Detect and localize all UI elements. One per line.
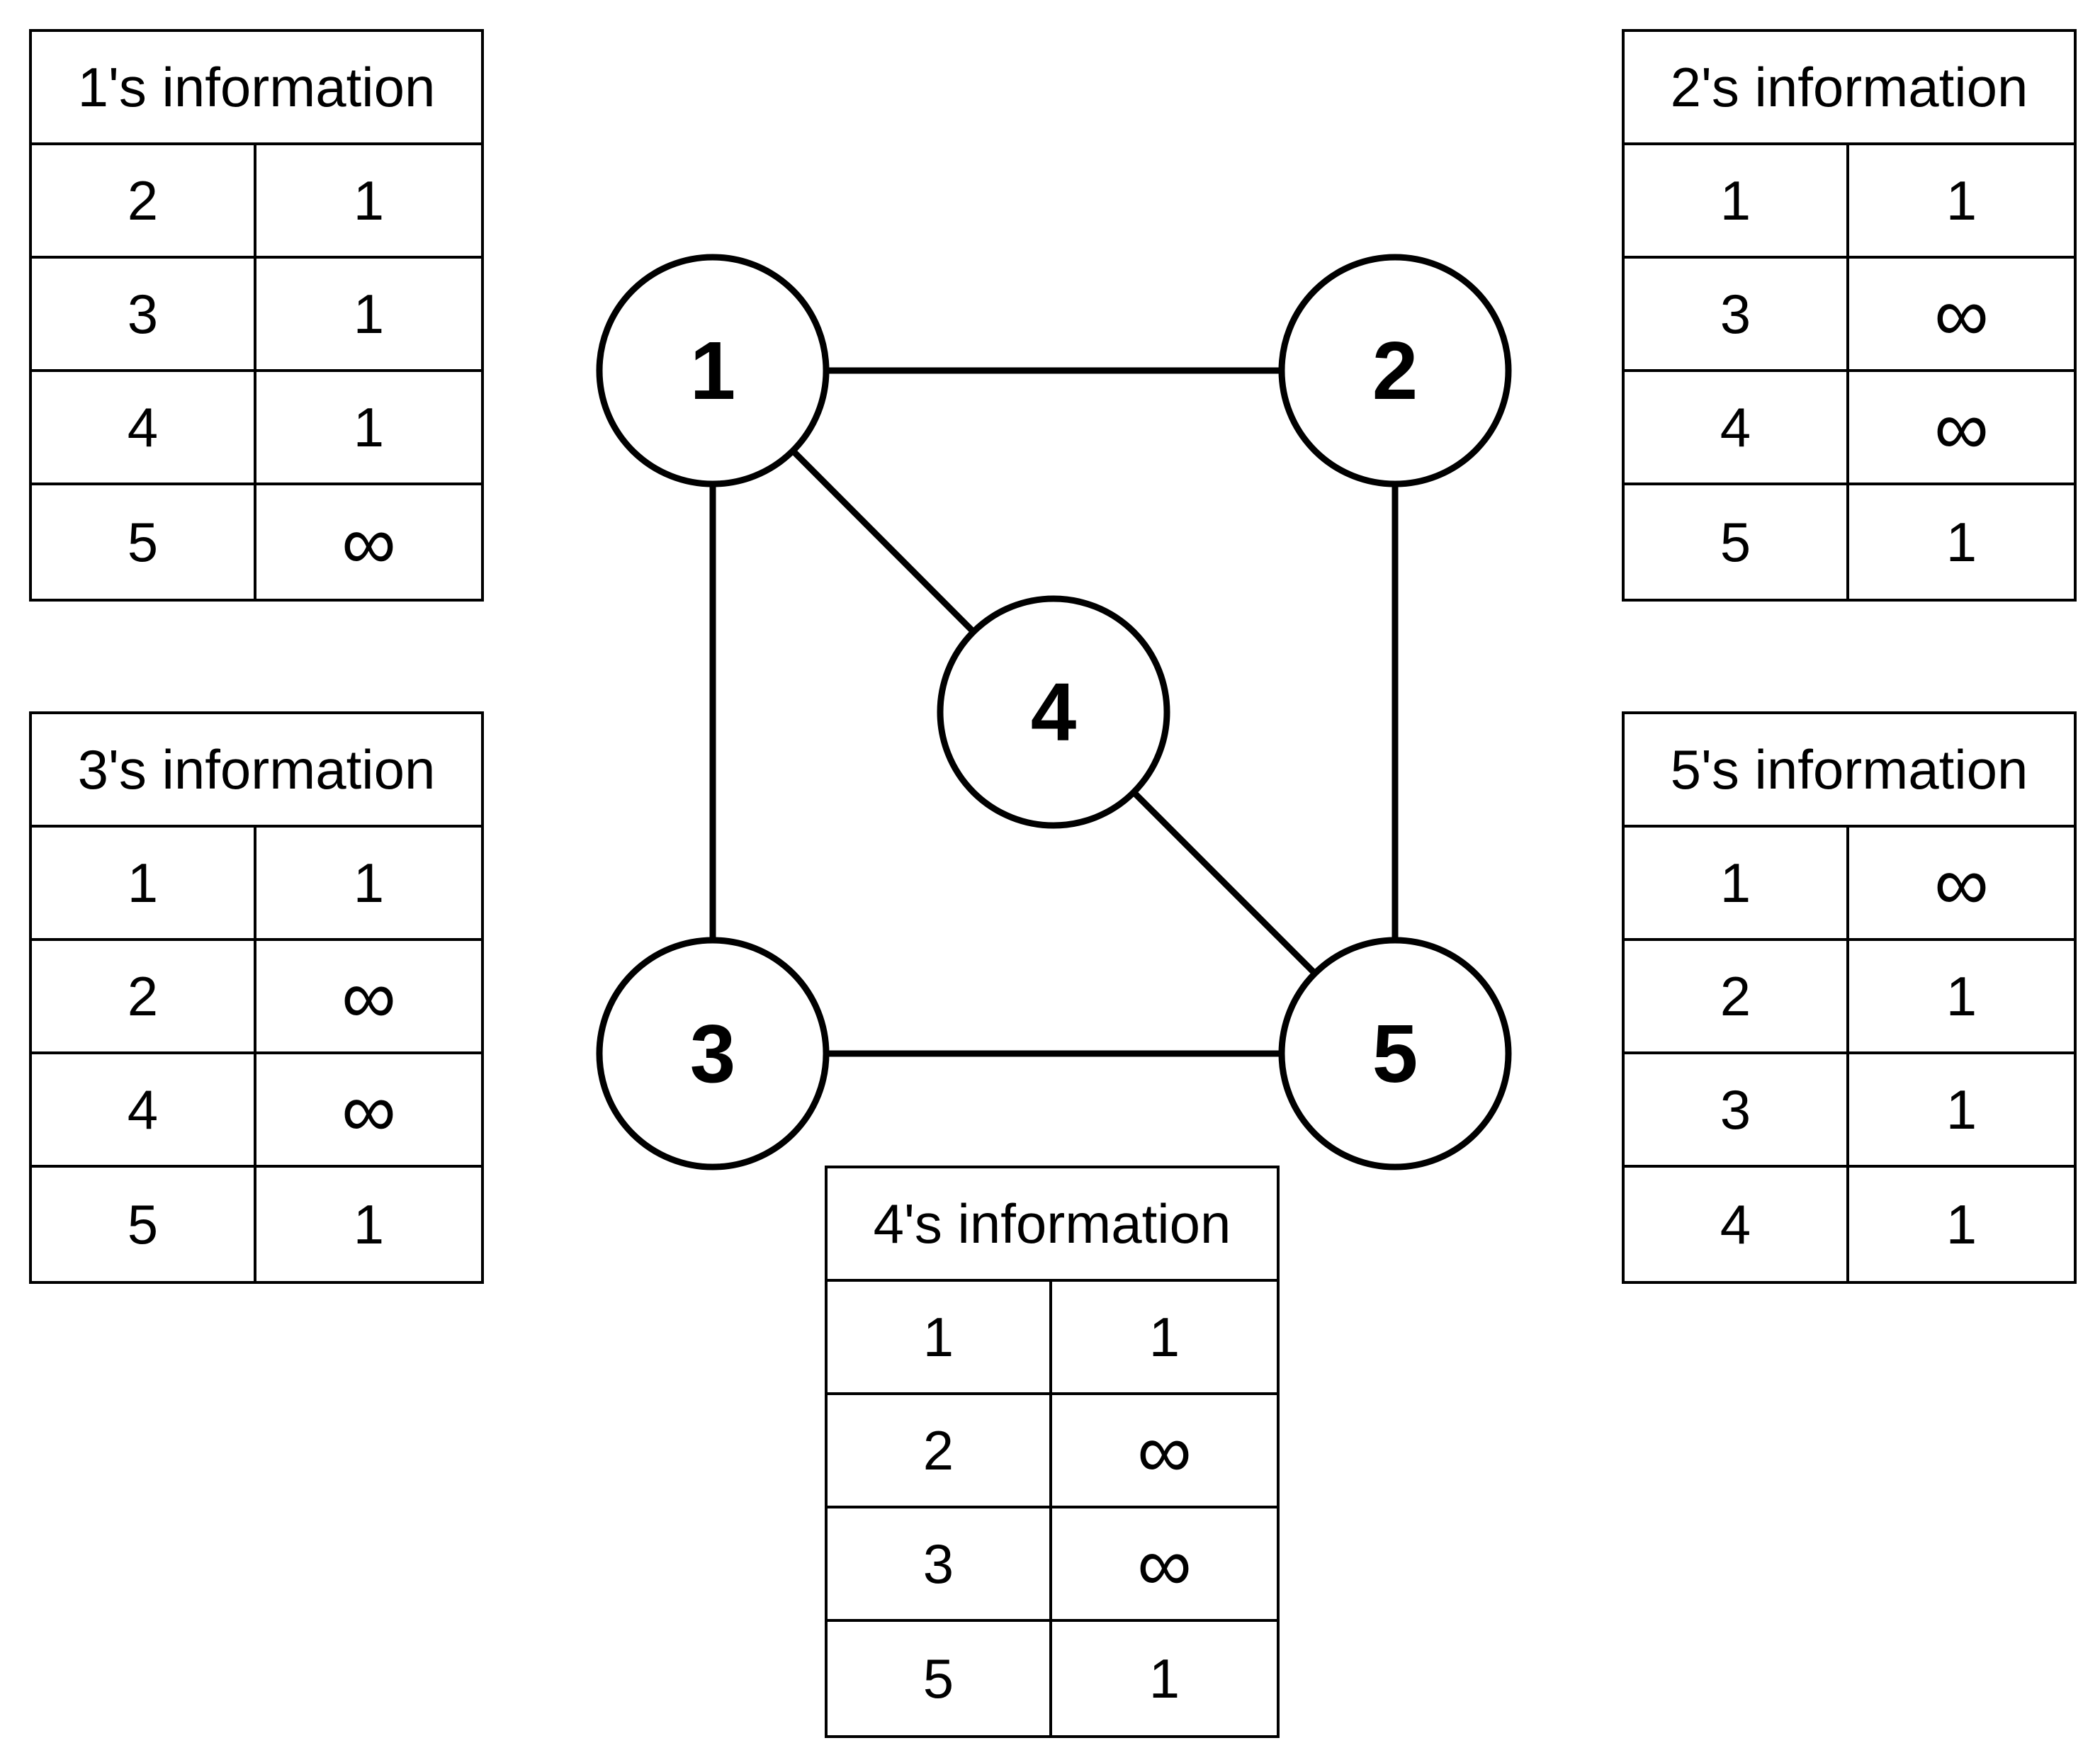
info-table-title: 3's information [32,714,481,828]
destination-cell: 3 [828,1508,1052,1619]
node-4: 4 [937,595,1170,829]
edge-1-4 [790,449,976,634]
edge-4-5 [1131,789,1318,976]
distance-cell: ∞ [341,1066,396,1153]
destination-cell: 3 [1625,1054,1849,1165]
distance-cell: ∞ [341,499,396,585]
info-table-title: 5's information [1625,714,2074,828]
node-5: 5 [1278,937,1512,1170]
destination-cell: 2 [828,1395,1052,1506]
destination-cell: 1 [1625,828,1849,938]
distance-cell: 1 [353,851,385,914]
node-1: 1 [596,254,830,487]
node-3: 3 [596,937,830,1170]
table-row: 5∞ [32,485,481,599]
destination-cell: 5 [1625,485,1849,599]
table-row: 1∞ [1625,828,2074,941]
distance-cell: 1 [1148,1647,1180,1710]
destination-cell: 2 [32,941,256,1051]
distance-cell: ∞ [1934,840,1989,926]
destination-cell: 3 [1625,259,1849,369]
nodes: 1 2 3 4 5 [596,254,1512,1170]
node-label: 4 [1031,666,1077,758]
destination-cell: 1 [1625,145,1849,256]
info-table-title: 2's information [1625,32,2074,145]
table-row: 2∞ [828,1395,1277,1508]
node-circle [937,595,1170,829]
destination-cell: 4 [1625,1168,1849,1281]
distance-cell: 1 [1946,1078,1977,1141]
distance-cell: ∞ [1137,1407,1192,1494]
destination-cell: 1 [828,1282,1052,1392]
node-label: 2 [1372,325,1418,417]
distance-cell: ∞ [341,953,396,1039]
node-label: 3 [690,1008,736,1100]
info-table-title: 1's information [32,32,481,145]
destination-cell: 2 [32,145,256,256]
distance-cell: 1 [353,395,385,458]
info-table-title: 4's information [828,1168,1277,1282]
distance-cell: ∞ [1137,1521,1192,1607]
destination-cell: 5 [32,1168,256,1281]
destination-cell: 4 [32,372,256,483]
distance-cell: ∞ [1934,384,1989,470]
destination-cell: 4 [1625,372,1849,483]
distance-cell: 1 [353,169,385,232]
distance-cell: 1 [353,1192,385,1256]
table-row: 3∞ [828,1508,1277,1622]
node-circle [1278,937,1512,1170]
destination-cell: 1 [32,828,256,938]
table-row: 4∞ [1625,372,2074,485]
distance-cell: 1 [1148,1305,1180,1368]
node-label: 1 [690,325,736,417]
edges [709,367,1399,1057]
node-label: 5 [1372,1008,1418,1100]
node-circle [1278,254,1512,487]
distance-cell: 1 [1946,1192,1977,1256]
destination-cell: 5 [32,485,256,599]
distance-cell: 1 [1946,510,1977,573]
destination-cell: 5 [828,1622,1052,1735]
node-2: 2 [1278,254,1512,487]
node-circle [596,254,830,487]
destination-cell: 2 [1625,941,1849,1051]
table-row: 4∞ [32,1054,481,1168]
table-row: 2∞ [32,941,481,1054]
table-row: 3∞ [1625,259,2074,372]
distance-cell: 1 [1946,964,1977,1027]
distance-cell: ∞ [1934,271,1989,357]
distance-cell: 1 [353,282,385,345]
distance-cell: 1 [1946,169,1977,232]
node-circle [596,937,830,1170]
destination-cell: 4 [32,1054,256,1165]
destination-cell: 3 [32,259,256,369]
